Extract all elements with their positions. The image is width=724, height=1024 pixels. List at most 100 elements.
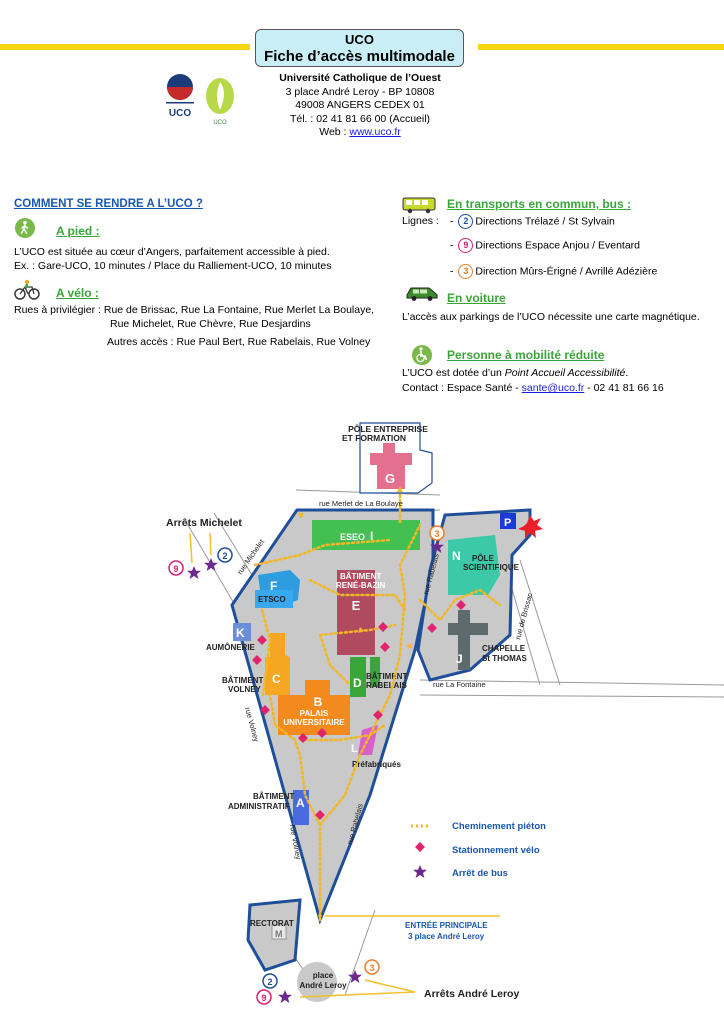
label-aumonerie: AUMÔNERIE xyxy=(206,643,256,652)
label-arrets-michelet: Arrêts Michelet xyxy=(166,517,242,529)
label-G: G xyxy=(385,471,395,486)
pmr-text-a: L’UCO est dotée d’un xyxy=(402,367,505,379)
label-K: K xyxy=(236,626,245,640)
pmr-text-c: . xyxy=(625,367,629,379)
pmr-contact-label: Contact : Espace Santé - xyxy=(402,382,522,394)
badge-2-leroy: 2 xyxy=(267,977,272,987)
label-bat-rabelais: BÂTIMENT xyxy=(366,672,407,681)
badge-2-michelet: 2 xyxy=(222,551,227,561)
label-L: L xyxy=(351,743,358,755)
logo1-text: UCO xyxy=(169,108,191,119)
title-main: UCO xyxy=(345,32,374,47)
web-label: Web : xyxy=(319,126,350,138)
phone: Tél. : 02 41 81 66 00 (Accueil) xyxy=(289,112,431,125)
label-prefabriques: Préfabriqués xyxy=(352,760,401,769)
path-arrows xyxy=(298,486,412,921)
address-block: Université Catholique de l’Ouest 3 place… xyxy=(250,72,470,140)
label-J: J xyxy=(456,652,463,666)
label-M: M xyxy=(275,929,283,939)
velo-title: A vélo : xyxy=(56,286,99,300)
legend-velo: Stationnement vélo xyxy=(452,845,540,856)
header-bar-left xyxy=(0,44,250,50)
label-N: N xyxy=(452,549,461,563)
label-chapelle: CHAPELLE xyxy=(482,644,526,653)
pied-title: A pied : xyxy=(56,224,100,238)
pmr-contact: Contact : Espace Santé - sante@uco.fr - … xyxy=(402,382,664,395)
address-line-2: 49008 ANGERS CEDEX 01 xyxy=(295,99,425,111)
web-link[interactable]: www.uco.fr xyxy=(349,126,401,138)
street-brissac: rue de Brissac xyxy=(513,592,534,641)
label-B: B xyxy=(314,695,323,709)
uco-logo: UCO xyxy=(160,72,200,132)
label-A: A xyxy=(296,796,305,810)
badge-3-leroy: 3 xyxy=(369,963,374,973)
label-administratif: ADMINISTRATIF xyxy=(228,802,290,811)
lines-label: Lignes : xyxy=(402,215,439,227)
badge-3-rabelais: 3 xyxy=(434,529,439,539)
pmr-text-b: Point Accueil Accessibilité xyxy=(504,367,626,379)
car-text: L’accès aux parkings de l’UCO nécessite … xyxy=(402,311,700,323)
label-E: E xyxy=(352,598,361,613)
label-pole-sci: PÔLE xyxy=(472,554,494,563)
pole-entreprise xyxy=(359,422,433,494)
bus-stop-star xyxy=(278,990,292,1003)
bus-stop-star xyxy=(204,558,218,571)
line-3-text: Direction Mûrs-Érigné / Avrillé Adézière xyxy=(475,265,658,278)
title-box: UCO Fiche d’accès multimodale xyxy=(255,29,464,67)
bike-icon xyxy=(14,279,40,306)
web-line: Web : www.uco.fr xyxy=(250,126,470,140)
title-sub: Fiche d’accès multimodale xyxy=(264,48,455,65)
label-etsco: ETSCO xyxy=(258,595,286,604)
label-D: D xyxy=(353,676,362,690)
label-rectorat: RECTORAT xyxy=(250,919,294,928)
wheelchair-icon xyxy=(412,345,432,365)
label-I: I xyxy=(370,529,373,543)
label-place: place xyxy=(313,971,334,980)
legend-bus: Arrêt de bus xyxy=(452,868,508,879)
label-C: C xyxy=(272,672,281,686)
pedestrian-paths xyxy=(253,493,502,922)
street-volney: rue Volney xyxy=(243,706,261,743)
car-icon xyxy=(405,284,439,307)
uco-campus-logo: UCO xyxy=(202,74,242,132)
line-3-badge: 3 xyxy=(458,264,474,279)
badge-9-leroy: 9 xyxy=(261,993,266,1003)
label-arrets-leroy: Arrêts André Leroy xyxy=(424,988,519,1000)
badge-9-michelet: 9 xyxy=(173,564,178,574)
label-st-thomas: St THOMAS xyxy=(482,654,528,663)
pmr-line-1: L’UCO est dotée d’un Point Accueil Acces… xyxy=(402,367,628,380)
street-merlet: rue Merlet de La Boulaye xyxy=(319,499,403,508)
label-entree-addr: 3 place André Leroy xyxy=(408,932,485,941)
velo-line-2: Rue Michelet, Rue Chèvre, Rue Desjardins xyxy=(110,318,311,330)
line-2-text: Directions Trélazé / St Sylvain xyxy=(475,215,615,228)
label-bat-volney: BÂTIMENT xyxy=(222,676,263,685)
entrance-star-icon xyxy=(518,515,543,538)
street-fontaine: rue La Fontaine xyxy=(433,680,486,689)
pmr-title: Personne à mobilité réduite xyxy=(447,348,605,362)
logo2-text: UCO xyxy=(213,120,227,126)
label-palais: PALAIS xyxy=(300,709,329,718)
legend-pieton: Cheminement piéton xyxy=(452,821,546,832)
car-title: En voiture xyxy=(447,291,506,305)
org-name: Université Catholique de l’Ouest xyxy=(279,72,441,84)
pied-line-1: L’UCO est située au cœur d’Angers, parfa… xyxy=(14,246,330,258)
label-scientifique: SCIENTIFIQUE xyxy=(463,563,520,572)
label-batiment-rb: BÂTIMENT xyxy=(340,572,381,581)
campus-map: PÔLE ENTREPRISE ET FORMATION G ESEO I F … xyxy=(166,422,724,1005)
label-universitaire: UNIVERSITAIRE xyxy=(283,718,345,727)
label-volney: VOLNEY xyxy=(228,685,262,694)
how-to-heading: COMMENT SE RENDRE A L’UCO ? xyxy=(14,198,203,210)
line-2-badge: 2 xyxy=(458,214,474,229)
label-bat-admin: BÂTIMENT xyxy=(253,792,294,801)
email-link[interactable]: sante@uco.fr xyxy=(521,382,585,394)
label-pole2: ET FORMATION xyxy=(342,433,406,443)
label-rene-bazin: RENÉ-BAZIN xyxy=(336,581,386,590)
bus-icon xyxy=(402,196,436,219)
line-9-badge: 9 xyxy=(458,238,474,253)
header-bar-right xyxy=(478,44,724,50)
address-line-1: 3 place André Leroy - BP 10808 xyxy=(285,85,435,98)
label-entree: ENTRÉE PRINCIPALE xyxy=(405,921,488,930)
